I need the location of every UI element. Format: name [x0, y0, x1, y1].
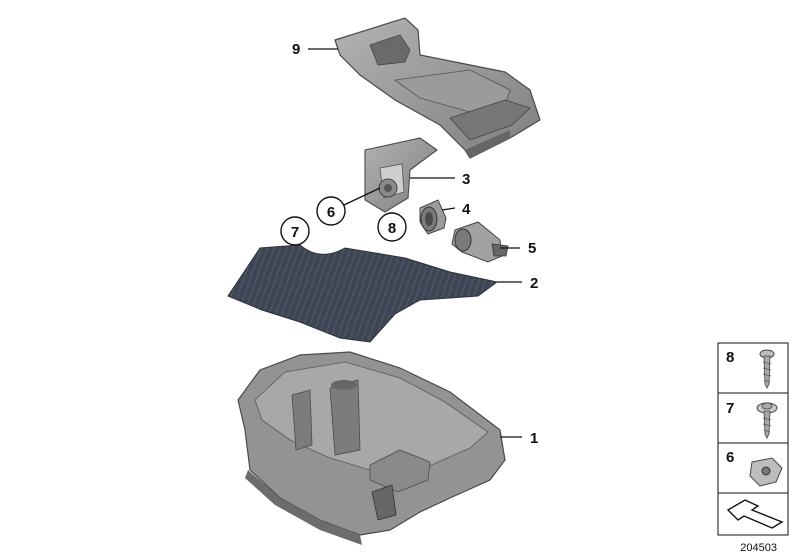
- svg-text:9: 9: [292, 41, 300, 58]
- callout-6-circled: 6: [316, 187, 381, 226]
- callout-7-circled: 7: [280, 216, 310, 246]
- drawing-number: 204503: [740, 542, 777, 554]
- svg-text:7: 7: [726, 400, 734, 417]
- svg-text:1: 1: [530, 430, 538, 447]
- part-9-tray-insert: [334, 17, 541, 159]
- callout-3: 3: [410, 171, 470, 188]
- clip-nut-icon: [749, 457, 783, 487]
- svg-text:4: 4: [462, 201, 471, 218]
- part-2-mat: [227, 244, 499, 343]
- svg-text:7: 7: [291, 224, 299, 241]
- callout-9: 9: [292, 41, 338, 58]
- part-3-bracket: [364, 137, 438, 213]
- part-5-socket-housing: [451, 221, 509, 263]
- svg-text:6: 6: [726, 449, 734, 466]
- svg-text:8: 8: [388, 220, 396, 237]
- callout-8-circled: 8: [377, 212, 407, 242]
- svg-text:3: 3: [462, 171, 470, 188]
- callout-5: 5: [500, 240, 536, 257]
- part-1-storage-box: [237, 351, 506, 545]
- callout-1: 1: [500, 430, 538, 447]
- svg-text:2: 2: [530, 275, 538, 292]
- arrow-icon: [726, 499, 784, 529]
- screw-icon: [759, 349, 775, 389]
- svg-text:5: 5: [528, 240, 536, 257]
- callout-2: 2: [497, 275, 538, 292]
- fastener-legend: 8 7 6: [717, 342, 789, 536]
- svg-text:6: 6: [327, 204, 335, 221]
- washer-screw-icon: [756, 402, 778, 439]
- callout-4: 4: [441, 201, 471, 218]
- part-4-socket: [419, 199, 447, 235]
- svg-text:8: 8: [726, 349, 734, 366]
